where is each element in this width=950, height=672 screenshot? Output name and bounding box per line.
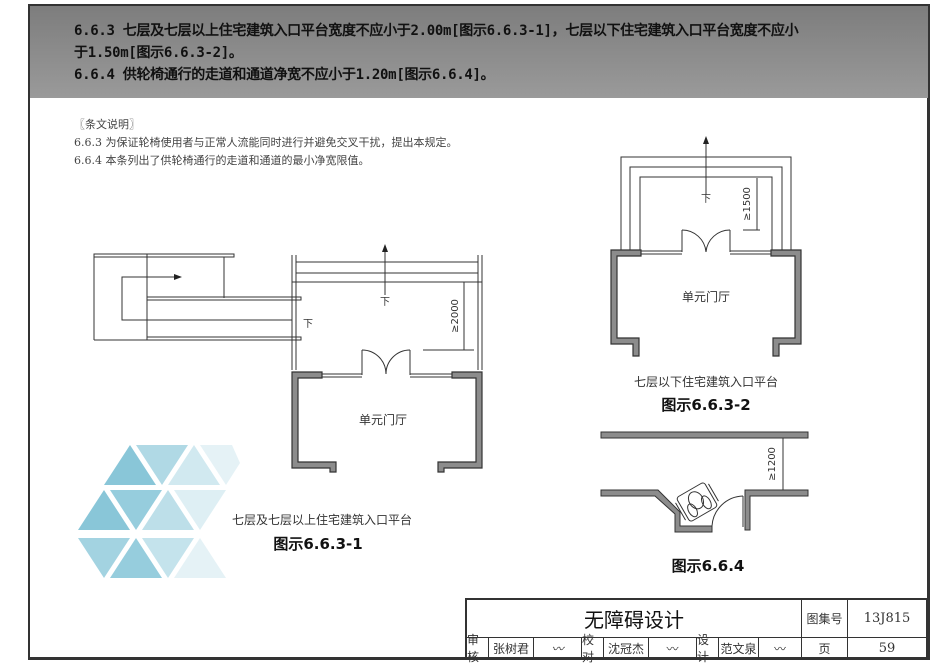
figure-6-6-3-2-plan <box>610 136 802 357</box>
figure-title: 图示6.6.4 <box>672 557 745 575</box>
drawing-title: 无障碍设计 <box>467 600 802 638</box>
reviewer-signature: 〰 <box>534 638 582 658</box>
dimension-1500: ≥1500 <box>742 187 753 221</box>
designer-signature: 〰 <box>759 638 802 658</box>
atlas-label: 图集号 <box>802 600 848 638</box>
clause-band: 6.6.3 七层及七层以上住宅建筑入口平台宽度不应小于2.00m[图示6.6.3… <box>30 6 928 98</box>
down-label: 下 <box>380 297 390 308</box>
page-number: 59 <box>878 640 896 656</box>
figure-caption: 七层以下住宅建筑入口平台 <box>634 374 778 389</box>
review-label: 审核 <box>467 633 489 664</box>
reviewer-name: 张树君 <box>489 638 534 658</box>
designer-name: 范文泉 <box>719 638 759 658</box>
clause-6-6-3-line1: 6.6.3 七层及七层以上住宅建筑入口平台宽度不应小于2.00m[图示6.6.3… <box>74 23 799 39</box>
clause-6-6-4: 6.6.4 供轮椅通行的走道和通道净宽不应小于1.20m[图示6.6.4]。 <box>74 67 495 83</box>
dimension-2000: ≥2000 <box>450 299 461 333</box>
explanation-item: 6.6.4 本条列出了供轮椅通行的走道和通道的最小净宽限值。 <box>74 154 370 167</box>
room-label: 单元门厅 <box>682 289 730 304</box>
room-label: 单元门厅 <box>359 412 407 427</box>
checker-signature: 〰 <box>649 638 697 658</box>
dimension-1200: ≥1200 <box>767 447 778 481</box>
explanation-item: 6.6.3 为保证轮椅使用者与正常人流能同时进行并避免交叉干扰，提出本规定。 <box>74 136 458 149</box>
down-label: 下 <box>701 194 711 205</box>
page-label: 页 <box>802 638 848 658</box>
title-block: 无障碍设计 图集号 13J815 审核 张树君 〰 校对 沈冠杰 〰 设计 范文… <box>465 598 928 664</box>
figure-6-6-4-plan <box>600 431 809 533</box>
design-label: 设计 <box>697 633 719 664</box>
checker-name: 沈冠杰 <box>604 638 649 658</box>
check-label: 校对 <box>582 633 604 664</box>
atlas-number: 13J815 <box>848 600 926 638</box>
figure-title: 图示6.6.3-1 <box>273 535 362 553</box>
clause-6-6-3-line2: 于1.50m[图示6.6.3-2]。 <box>74 45 243 61</box>
figure-title: 图示6.6.3-2 <box>661 396 750 414</box>
decorative-triangles <box>78 445 240 578</box>
figure-caption: 七层及七层以上住宅建筑入口平台 <box>232 512 412 527</box>
stair-down-label: 下 <box>303 319 313 330</box>
figure-6-6-3-1-plan <box>93 244 483 473</box>
explanation-title: 〖条文说明〗 <box>74 118 140 131</box>
